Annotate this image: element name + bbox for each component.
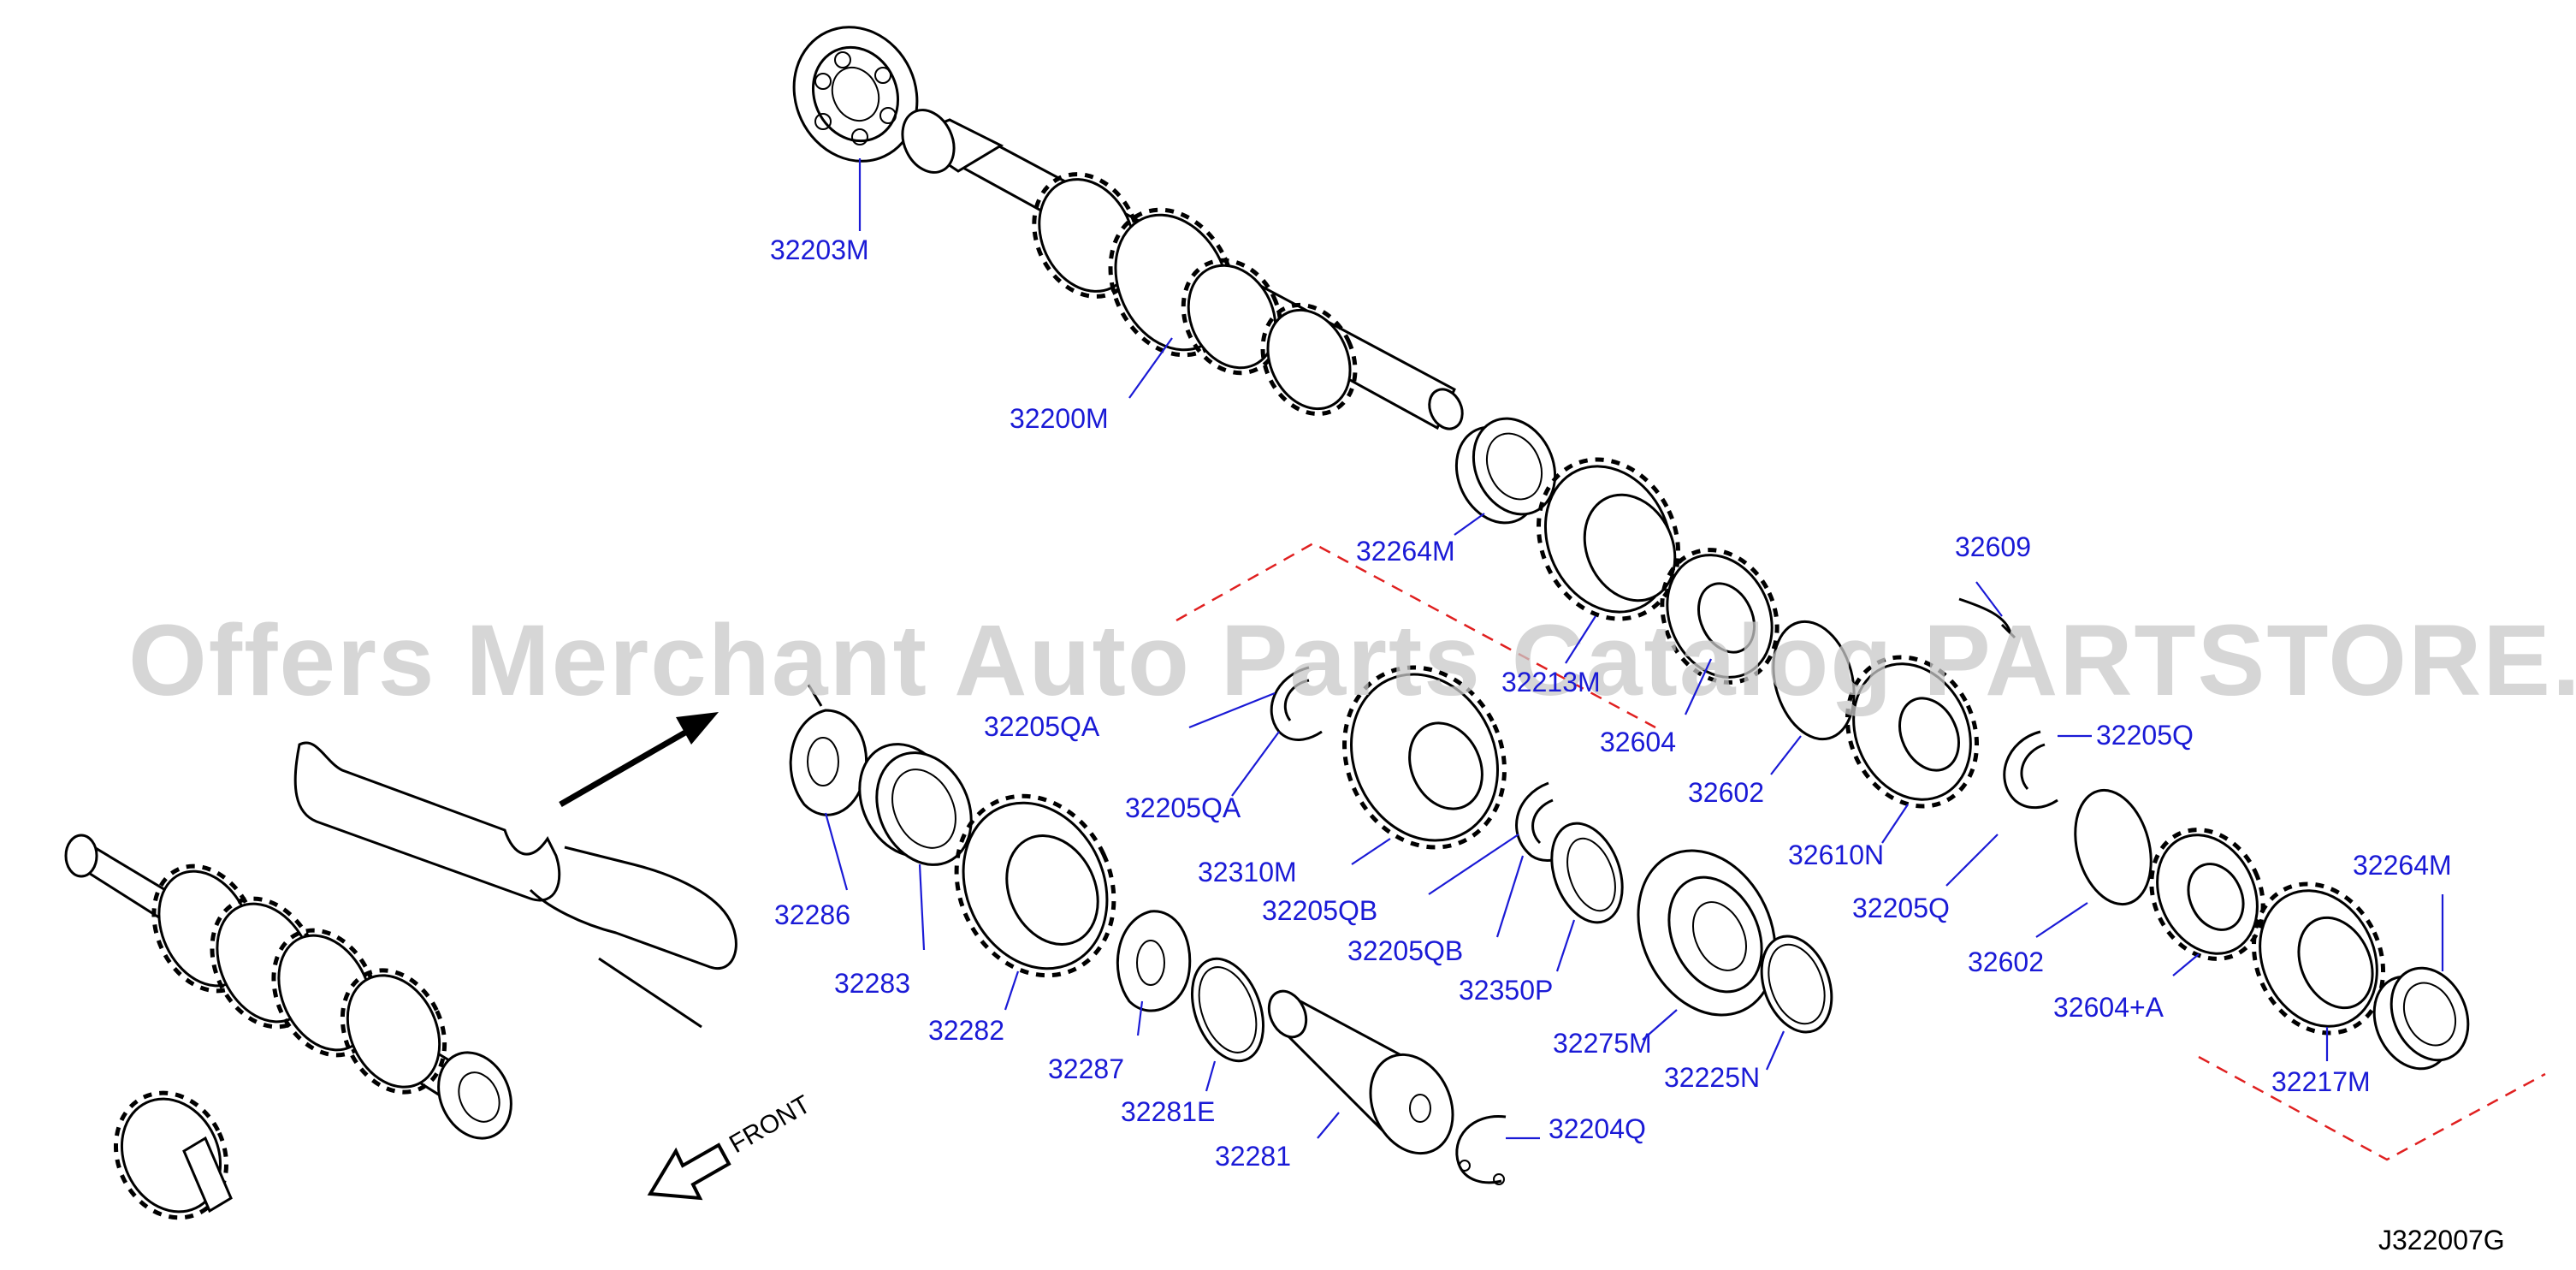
thrust-washer-32286-drawing: [789, 684, 868, 816]
front-label: FRONT: [725, 1090, 815, 1159]
snap-ring-32205QA-drawing: [1270, 666, 1323, 741]
part-label-32205Q-b[interactable]: 32205Q: [1852, 893, 1950, 923]
part-label-32281[interactable]: 32281: [1215, 1141, 1291, 1172]
synchro-hub-32604A-drawing: [2149, 828, 2265, 961]
needle-bearing-32264M-top-drawing: [1454, 417, 1557, 525]
needle-bearing-32350P-drawing: [1550, 822, 1624, 924]
part-label-32604A[interactable]: 32604+A: [2053, 992, 2164, 1023]
group-bracket-lower-right: [2198, 1055, 2546, 1161]
main-shaft-32200M-drawing: [901, 109, 1464, 430]
gear-32217M-drawing: [2251, 881, 2386, 1036]
gear-32610N-drawing: [1845, 655, 1980, 809]
part-label-32205QB-b[interactable]: 32205QB: [1347, 935, 1463, 966]
group-bracket-upper: [1175, 542, 1656, 729]
gear-32213M-drawing: [1536, 457, 1681, 621]
synchro-hub-32604-drawing: [1660, 548, 1780, 685]
part-label-32217M[interactable]: 32217M: [2271, 1066, 2371, 1097]
part-label-32225N[interactable]: 32225N: [1664, 1062, 1760, 1093]
watermark-text: Offers Merchant Auto Parts Catalog PARTS…: [128, 604, 2576, 717]
part-label-32350P[interactable]: 32350P: [1459, 975, 1553, 1006]
part-label-32264M-top[interactable]: 32264M: [1356, 536, 1455, 567]
part-label-32604[interactable]: 32604: [1600, 727, 1676, 757]
part-label-32602-a[interactable]: 32602: [1688, 777, 1764, 808]
part-label-32205QA-a[interactable]: 32205QA: [984, 711, 1100, 742]
part-label-32275M[interactable]: 32275M: [1553, 1028, 1652, 1059]
reverse-shaft-32281-drawing: [1267, 989, 1454, 1155]
figure-code: J322007G: [2378, 1225, 2505, 1255]
bearing-32275M-drawing: [1637, 849, 1777, 1017]
leader-lines: [824, 158, 2444, 1140]
thrust-washer-32287-drawing: [1116, 910, 1192, 1012]
snap-ring-32281E-drawing: [1190, 957, 1265, 1063]
direction-arrow-icon: [559, 712, 719, 808]
snap-ring-32205Q-drawing: [2003, 730, 2058, 810]
part-label-32282[interactable]: 32282: [928, 1015, 1004, 1046]
snap-ring-32609-drawing: [1958, 597, 2016, 639]
bearing-32203M-drawing: [792, 26, 919, 163]
spacer-32602-b-drawing: [2074, 788, 2153, 906]
reverse-gear-overview-drawing: [113, 1090, 233, 1220]
part-label-32281E[interactable]: 32281E: [1121, 1096, 1215, 1127]
part-label-32264M-right[interactable]: 32264M: [2353, 850, 2452, 881]
part-label-32602-b[interactable]: 32602: [1968, 947, 2044, 977]
gear-32310M-drawing: [1342, 665, 1507, 850]
part-label-32203M[interactable]: 32203M: [770, 234, 869, 265]
assembled-shaft-overview-drawing: [64, 834, 512, 1140]
part-label-32204Q[interactable]: 32204Q: [1549, 1113, 1646, 1144]
part-label-32283[interactable]: 32283: [834, 968, 910, 999]
part-label-32200M[interactable]: 32200M: [1010, 403, 1109, 434]
shaft-overview-outline-drawing: [293, 741, 737, 1029]
gear-32282-drawing: [954, 793, 1116, 978]
needle-bearing-32264M-right-drawing: [2372, 966, 2470, 1071]
spacer-32602-a-drawing: [1772, 620, 1856, 741]
part-label-32610N[interactable]: 32610N: [1788, 840, 1884, 870]
part-label-32287[interactable]: 32287: [1048, 1053, 1124, 1084]
part-label-32286[interactable]: 32286: [774, 899, 850, 930]
part-label-32213M[interactable]: 32213M: [1501, 667, 1601, 697]
part-label-32205QA-b[interactable]: 32205QA: [1125, 792, 1241, 823]
circlip-32204Q-drawing: [1455, 1114, 1507, 1185]
part-label-32205Q-a[interactable]: 32205Q: [2096, 720, 2194, 751]
part-label-32609[interactable]: 32609: [1955, 531, 2031, 562]
front-arrow-icon: [647, 1142, 731, 1201]
part-label-32205QB-a[interactable]: 32205QB: [1262, 895, 1377, 926]
washer-32225N-drawing: [1760, 935, 1833, 1034]
needle-bearing-32283-drawing: [858, 743, 973, 866]
part-label-32310M[interactable]: 32310M: [1198, 857, 1297, 887]
